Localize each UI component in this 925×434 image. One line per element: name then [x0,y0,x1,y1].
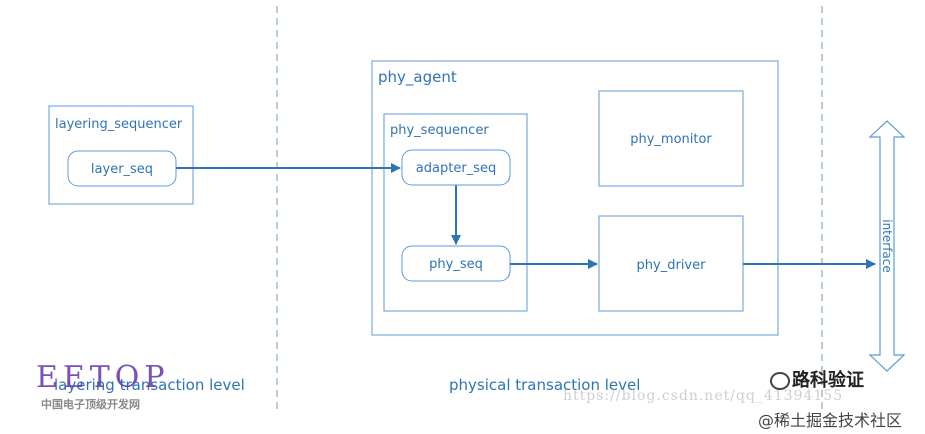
blog-url-watermark: https://blog.csdn.net/qq_41394155 [563,388,844,404]
layer-seq-label: layer_seq [91,162,153,177]
physical-level-label: physical transaction level [449,376,640,394]
wechat-account-watermark: 路科验证 [792,370,864,391]
phy-driver-label: phy_driver [637,258,707,273]
adapter-seq-label: adapter_seq [416,161,496,176]
layering-level-label: layering transaction level [54,376,245,394]
phy-sequencer-box [383,113,528,312]
phy-sequencer-label: phy_sequencer [390,123,489,138]
phy-monitor-box [598,90,744,187]
juejin-watermark: @稀土掘金技术社区 [758,411,903,430]
layering-sequencer-label: layering_sequencer [55,117,183,132]
eetop-logo: EETOP [36,360,170,395]
eetop-subtitle: 中国电子顶级开发网 [41,398,140,411]
layering-sequencer-box [48,105,194,205]
phy-agent-box [371,60,779,336]
interface-label: interface [880,219,894,273]
interface-double-arrow [868,120,906,372]
phy-seq-label: phy_seq [429,257,483,272]
wechat-icon [770,372,790,390]
phy-agent-label: phy_agent [378,68,457,87]
phy-monitor-label: phy_monitor [630,132,712,147]
